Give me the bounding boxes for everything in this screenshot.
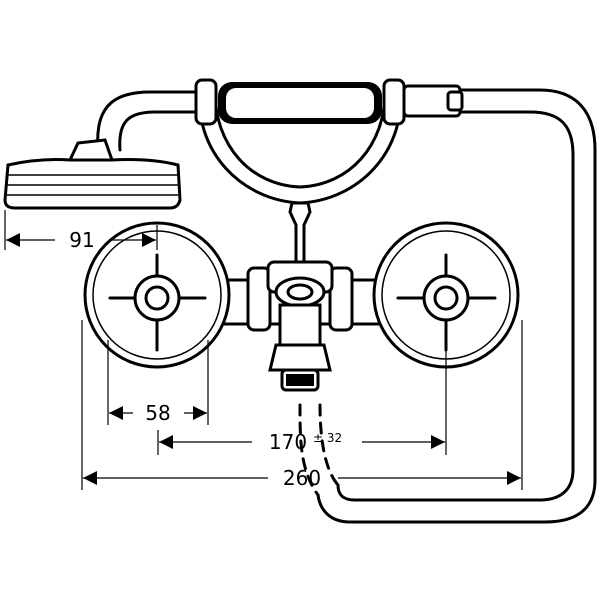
- dimension-170: 170 ± 32: [157, 350, 447, 455]
- dimension-91: 91: [4, 210, 158, 252]
- dim-label-58: 58: [145, 401, 170, 425]
- dim-label-260: 260: [283, 466, 321, 490]
- dim-label-91: 91: [69, 228, 94, 252]
- mixer-body: [198, 260, 402, 392]
- dim-tolerance: ± 32: [313, 431, 342, 445]
- dimension-260: 260: [81, 320, 523, 490]
- right-handle: [372, 221, 520, 369]
- shower-hose: [96, 88, 597, 524]
- shower-head: [3, 138, 182, 210]
- dim-label-170: 170: [269, 430, 307, 454]
- left-handle: [83, 221, 231, 369]
- dimension-58: 58: [107, 340, 209, 425]
- handset-holder: [194, 78, 464, 264]
